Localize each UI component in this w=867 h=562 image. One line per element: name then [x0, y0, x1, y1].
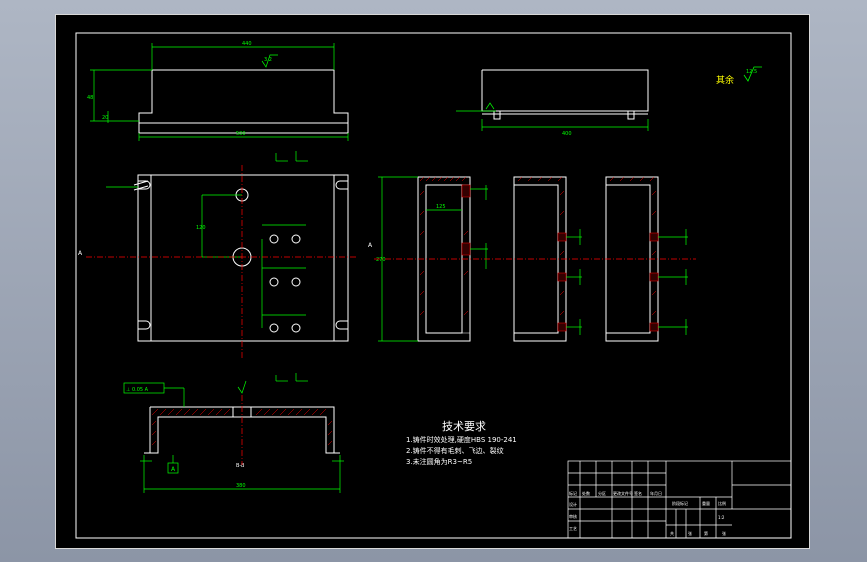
- tb-sheet-2: 张: [688, 530, 692, 536]
- tb-row-process: 工艺: [569, 526, 577, 531]
- tb-header-1: 标记: [569, 490, 577, 496]
- right-top-dims: [456, 102, 649, 131]
- plan-centerlines: [86, 165, 356, 360]
- tech-req-item-3: 3.未注圆角为R3~R5: [406, 457, 472, 466]
- plan-view: [133, 174, 349, 342]
- dim-right-length: 400: [562, 131, 572, 137]
- right-top-view: [481, 69, 649, 120]
- section-label-left: A: [78, 250, 83, 257]
- tb-header-2: 处数: [582, 490, 590, 496]
- inner-border: [75, 32, 792, 539]
- tb-row-review: 审核: [569, 513, 577, 519]
- dim-section-height: 270: [376, 257, 386, 263]
- roughness-symbol: [743, 66, 762, 82]
- plan-view-dims: [106, 151, 308, 382]
- title-block: [567, 460, 792, 539]
- dim-section-width: 125: [436, 204, 446, 210]
- tech-req-item-2: 2.铸件不得有毛刺、飞边、裂纹: [406, 446, 504, 455]
- tb-sheet-1: 共: [670, 530, 674, 536]
- dim-top-height: 48: [87, 95, 93, 101]
- top-view-dims: [90, 43, 349, 141]
- tb-header-5: 签名: [634, 490, 642, 496]
- tb-weight-label: 重量: [702, 500, 710, 506]
- dim-hole-vertical: 120: [196, 225, 206, 231]
- drawing-sheet: 440 500 48 20 3.2 400 其余 12.5: [55, 14, 810, 549]
- top-view: [138, 69, 349, 134]
- tb-header-3: 分区: [598, 490, 606, 496]
- tb-header-6: 年月日: [650, 490, 662, 496]
- tb-sheet-3: 第: [704, 530, 708, 536]
- dim-top-base-length: 500: [236, 131, 246, 137]
- tb-scale-value: 1:2: [718, 515, 725, 520]
- bottom-section-dims: [123, 380, 344, 493]
- dim-roughness-top: 3.2: [264, 57, 272, 63]
- bottom-section-hatch: [151, 408, 333, 446]
- dim-top-step: 20: [102, 115, 108, 121]
- tolerance-box: ⊥ 0.05 A: [126, 387, 149, 393]
- section-view-1-hatch: [417, 176, 471, 342]
- tb-stage-label: 阶段标记: [672, 500, 688, 506]
- dim-bottom-width: 380: [236, 483, 246, 489]
- roughness-note: 其余: [716, 74, 734, 86]
- section-2-3-dims: [566, 229, 688, 335]
- dim-top-length: 440: [242, 41, 252, 47]
- section-view-3-hatch: [609, 176, 659, 332]
- section-label-bb: B-B: [236, 463, 245, 469]
- tb-scale-label: 比例: [718, 500, 726, 506]
- section-view-2-hatch: [517, 176, 567, 332]
- tech-req-item-1: 1.铸件时效处理,硬度HBS 190-241: [406, 435, 517, 444]
- datum-label: A: [171, 466, 176, 473]
- cad-drawing: 440 500 48 20 3.2 400 其余 12.5: [75, 32, 792, 539]
- tech-req-title: 技术要求: [442, 420, 486, 433]
- tb-sheet-4: 张: [722, 530, 726, 536]
- tb-row-design: 设计: [569, 501, 577, 507]
- section-label-right: A: [368, 242, 373, 249]
- tb-header-4: 更改文件号: [613, 490, 633, 496]
